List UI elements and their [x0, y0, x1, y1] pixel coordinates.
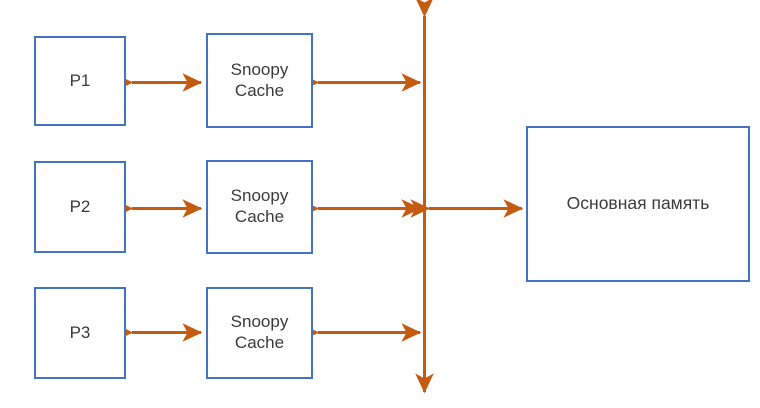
main-memory-box[interactable]: Основная память: [526, 126, 750, 282]
processor-box-p1[interactable]: P1: [34, 36, 126, 126]
processor-box-p3[interactable]: P3: [34, 287, 126, 379]
snoopy-cache-label-3: Snoopy Cache: [230, 312, 289, 352]
processor-label-p3: P3: [69, 322, 91, 342]
processor-label-p1: P1: [69, 70, 91, 90]
snoopy-cache-box-2[interactable]: Snoopy Cache: [206, 160, 313, 254]
snoopy-cache-box-3[interactable]: Snoopy Cache: [206, 287, 313, 379]
snoopy-cache-box-1[interactable]: Snoopy Cache: [206, 33, 313, 128]
main-memory-label: Основная память: [566, 193, 710, 214]
processor-box-p2[interactable]: P2: [34, 161, 126, 253]
snoopy-cache-label-1: Snoopy Cache: [230, 59, 289, 100]
snoopy-cache-label-2: Snoopy Cache: [230, 186, 289, 226]
processor-label-p2: P2: [69, 196, 91, 216]
